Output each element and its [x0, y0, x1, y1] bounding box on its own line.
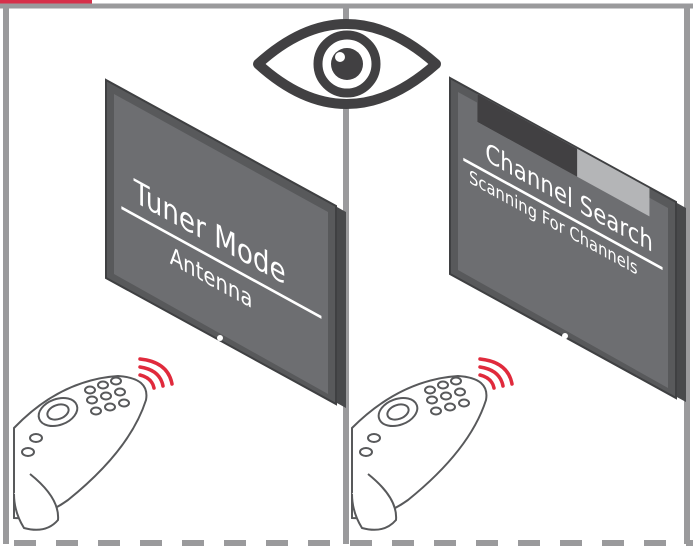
tv-right: Channel Search Scanning For Channels: [449, 76, 686, 402]
tv-right-power-led: [562, 333, 568, 339]
remote-control-icon: [351, 374, 488, 531]
channel-search-progress-fill: [477, 93, 578, 177]
remote-left: [13, 374, 148, 531]
signal-waves-icon: [478, 357, 514, 390]
tv-left: Tuner Mode Antenna: [105, 78, 346, 408]
remote-control-icon: [13, 374, 148, 531]
tuner-mode-divider: [121, 206, 322, 319]
signal-waves-icon: [138, 357, 174, 390]
tv-left-screen: [114, 94, 328, 394]
accent-strip: [0, 0, 92, 4]
tv-left-power-led: [217, 335, 223, 341]
eye-icon: [253, 19, 441, 109]
remote-right: [351, 374, 488, 531]
channel-search-divider: [463, 157, 663, 271]
tv-right-screen: [458, 92, 668, 388]
